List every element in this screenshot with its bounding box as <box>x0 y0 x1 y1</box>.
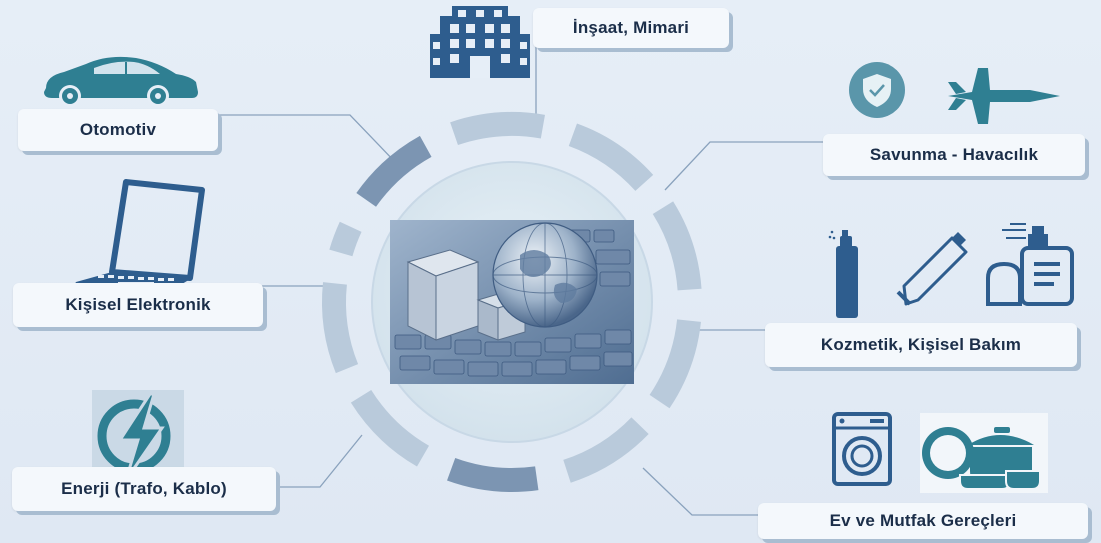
label-savunma-havacilik: Savunma - Havacılık <box>823 134 1085 176</box>
ring-segment <box>329 221 362 257</box>
ring-segment <box>568 123 654 191</box>
ring-segment <box>652 201 702 291</box>
car-icon <box>44 56 198 107</box>
connector-savunma <box>664 141 823 191</box>
label-ev-mutfak-gerecleri: Ev ve Mutfak Gereçleri <box>758 503 1088 539</box>
spray-can-icon <box>828 230 858 318</box>
connector-otomotiv <box>218 114 399 166</box>
lightning-icon <box>92 390 184 482</box>
jet-icon <box>948 68 1060 124</box>
laptop-icon <box>74 179 205 290</box>
ring-segments <box>322 112 702 493</box>
ring-segment <box>450 112 545 146</box>
shield-icon <box>849 62 905 118</box>
connector-enerji <box>276 434 363 488</box>
ring-segment <box>563 417 649 483</box>
ring-segment <box>350 389 429 467</box>
label-enerji: Enerji (Trafo, Kablo) <box>12 467 276 511</box>
perfume-icon <box>986 223 1074 306</box>
label-kozmetik-kisisel-bakim: Kozmetik, Kişisel Bakım <box>765 323 1077 367</box>
globe-keyboard-photo <box>390 220 634 384</box>
connector-ev <box>642 467 758 516</box>
label-insaat-mimari: İnşaat, Mimari <box>533 8 729 48</box>
tube-icon <box>896 232 968 306</box>
cookware-icon <box>920 413 1048 493</box>
washing-machine-icon <box>832 412 892 486</box>
ring-segment <box>447 457 539 493</box>
building-icon <box>430 6 530 78</box>
label-otomotiv: Otomotiv <box>18 109 218 151</box>
ring-segment <box>356 135 432 207</box>
ring-segment <box>649 319 701 409</box>
label-kisisel-elektronik: Kişisel Elektronik <box>13 283 263 327</box>
ring-segment <box>322 282 359 374</box>
